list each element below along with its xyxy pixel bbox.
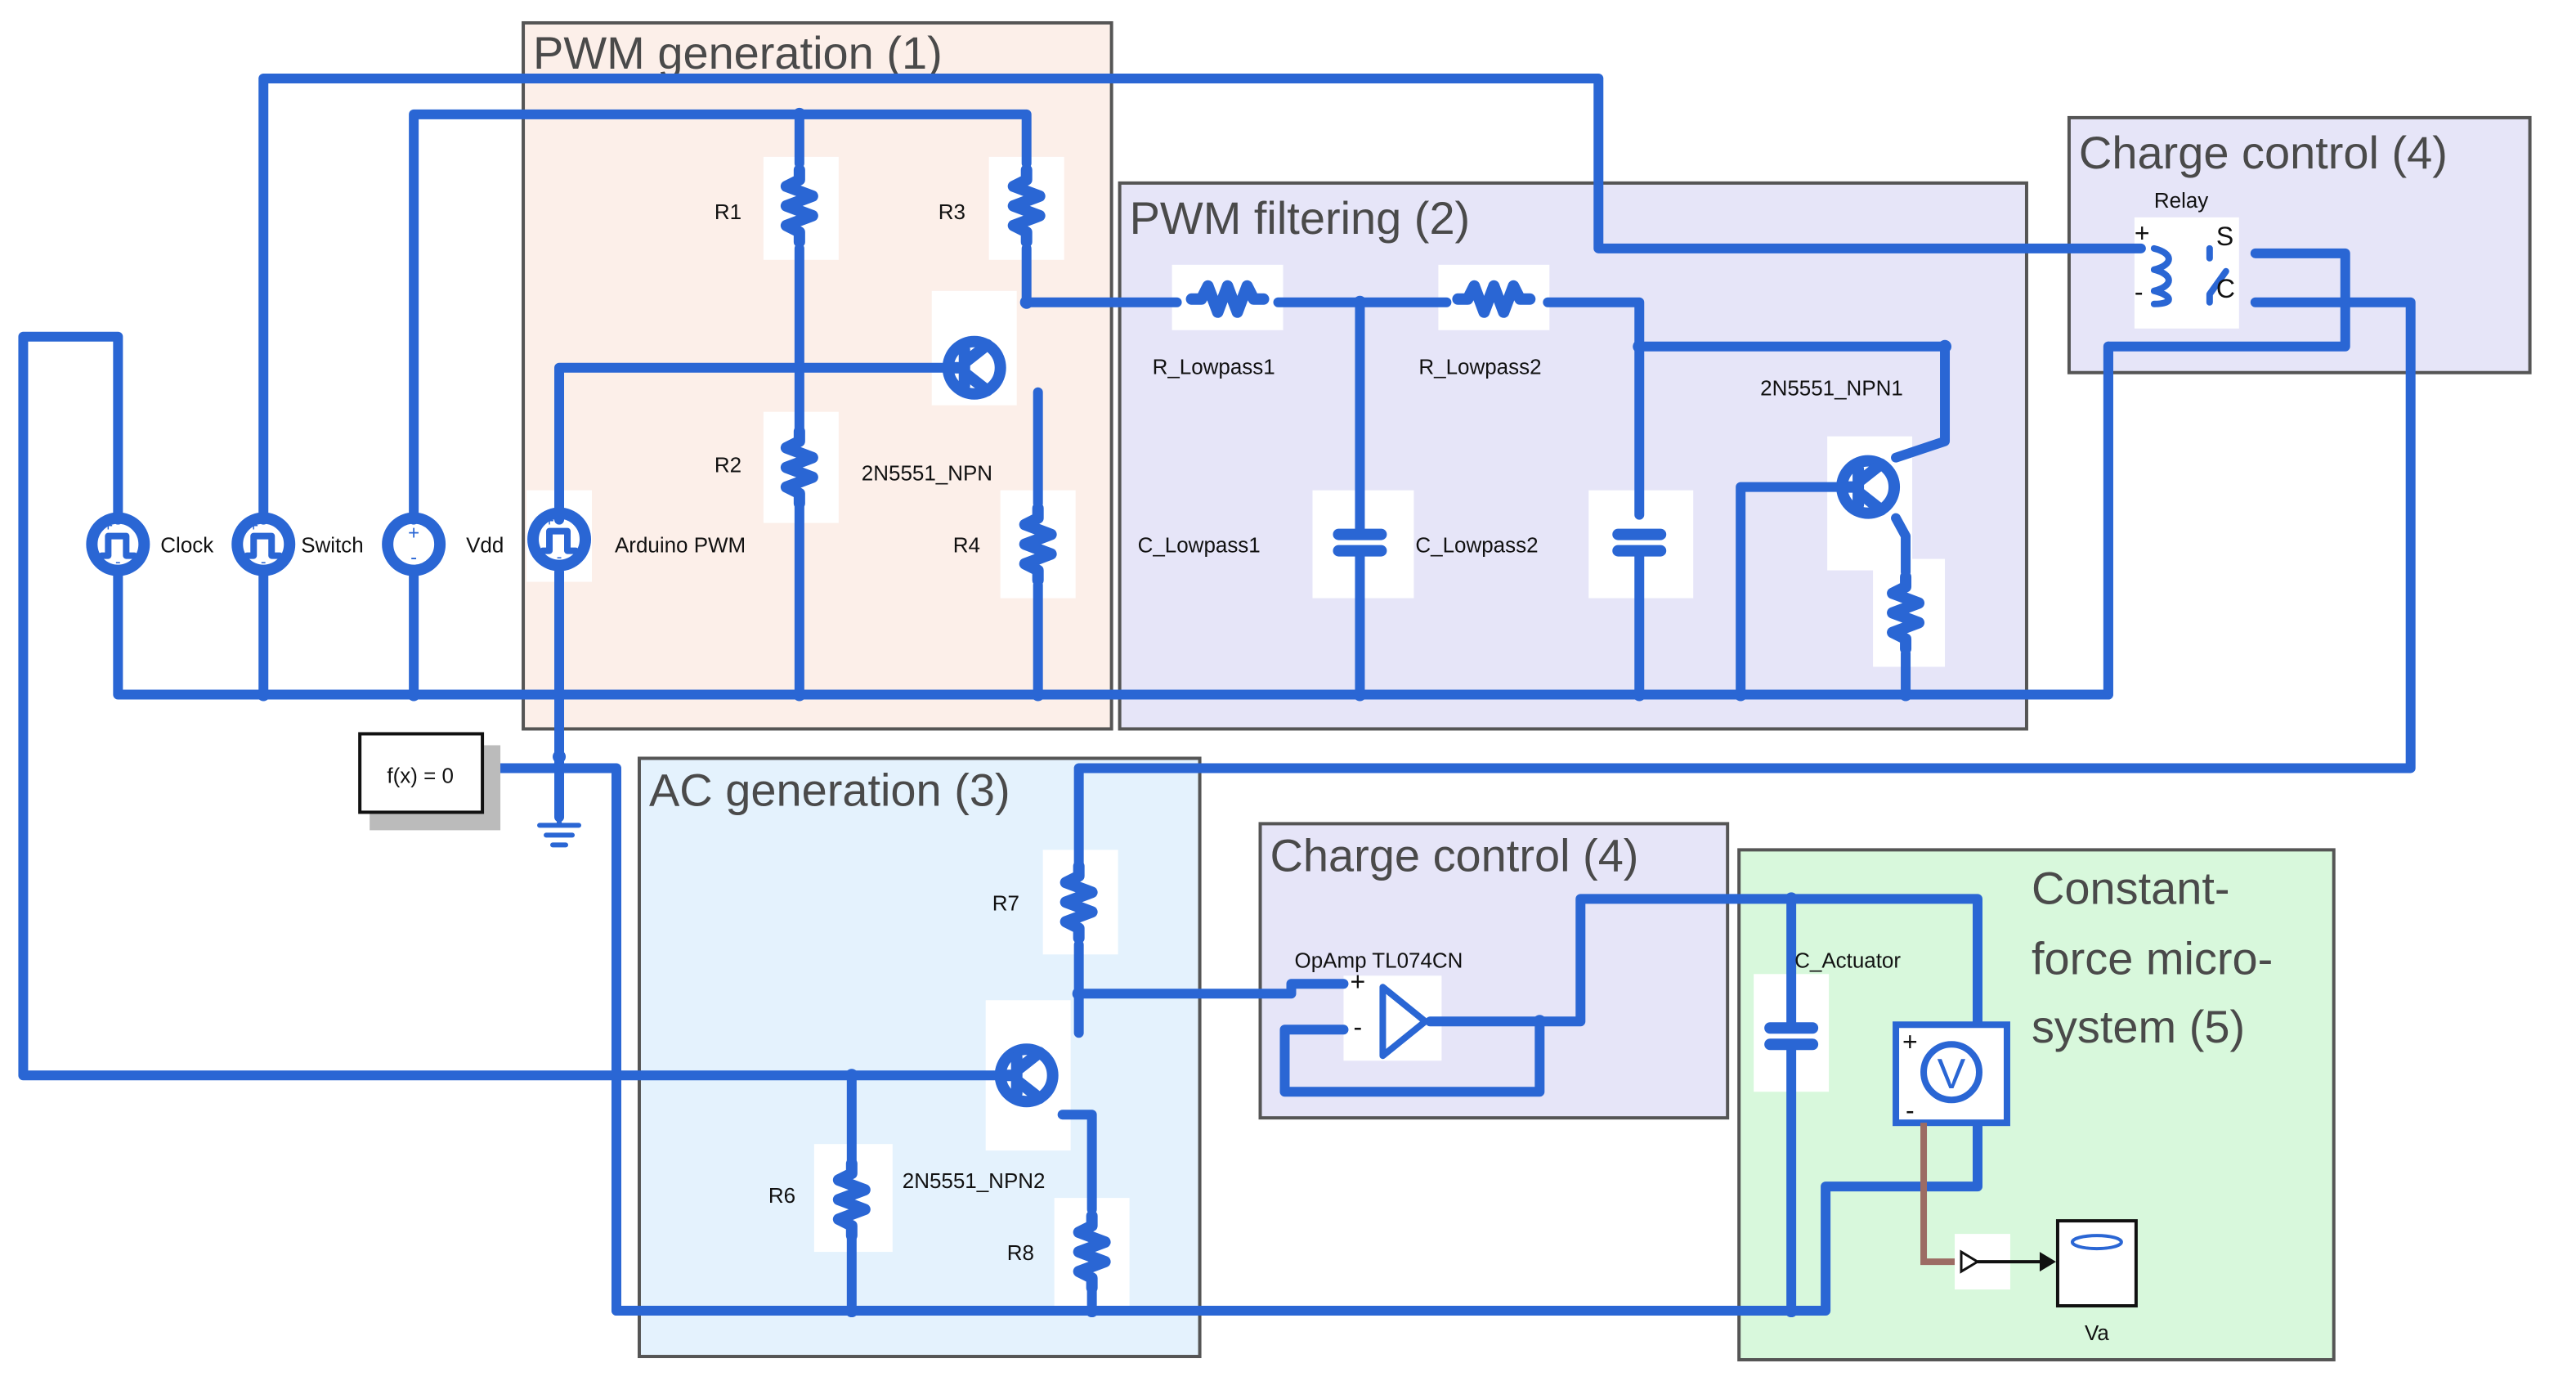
vdd-label: Vdd (466, 533, 504, 558)
signal-line (1920, 1123, 2056, 1274)
scope-block[interactable]: Va (2055, 1219, 2138, 1345)
voltmeter-minus-label: - (1906, 1096, 1915, 1125)
solver-block[interactable]: f(x) = 0 (358, 732, 501, 831)
charge-control-bottom-area (1258, 822, 1730, 1120)
scope-label: Va (2085, 1320, 2109, 1345)
npn1-label: 2N5551_NPN1 (1760, 376, 1903, 401)
r2-label: R2 (715, 453, 741, 478)
relay-icon[interactable]: + - S C (2135, 218, 2235, 307)
charge-control-top-title: Charge control (4) (2079, 127, 2448, 178)
relay-minus-label: - (2135, 277, 2144, 307)
constant-force-title-line3: system (5) (2032, 1001, 2245, 1052)
wires (18, 73, 2416, 1316)
c-lowpass2-label: C_Lowpass2 (1415, 533, 1538, 558)
npn-label: 2N5551_NPN (862, 461, 992, 486)
relay-plus-label: + (2135, 218, 2150, 248)
voltmeter-plus-label: + (1902, 1027, 1918, 1056)
r-lowpass1-label: R_Lowpass1 (1153, 355, 1275, 379)
clock-label: Clock (160, 533, 214, 558)
r3-label: R3 (939, 200, 965, 224)
relay-c-label: C (2216, 274, 2235, 303)
constant-force-title-line2: force micro- (2032, 932, 2273, 984)
constant-force-area (1737, 848, 2336, 1362)
arduino-pwm-label: Arduino PWM (615, 533, 746, 558)
relay-label: Relay (2154, 188, 2208, 213)
opamp-plus-label: + (1350, 966, 1365, 996)
r8-label: R8 (1007, 1240, 1034, 1265)
r-lowpass2-label: R_Lowpass2 (1418, 355, 1541, 379)
opamp-minus-label: - (1353, 1012, 1362, 1042)
relay-s-label: S (2216, 222, 2233, 251)
pwm-filtering-title: PWM filtering (2) (1130, 192, 1471, 244)
ground-icon (537, 814, 582, 848)
r6-label: R6 (768, 1183, 795, 1208)
component-labels: Clock Switch Vdd Arduino PWM R1 R2 R3 R4… (160, 188, 2208, 1265)
r7-label: R7 (992, 890, 1019, 915)
c-lowpass1-label: C_Lowpass1 (1138, 533, 1261, 558)
voltmeter-icon[interactable]: V + - (1893, 1021, 2010, 1127)
solver-label: f(x) = 0 (387, 763, 454, 787)
constant-force-title-line1: Constant- (2032, 862, 2230, 913)
voltmeter-symbol: V (1938, 1051, 1966, 1098)
switch-label: Switch (301, 533, 364, 558)
junction-dots (257, 107, 1952, 1318)
opamp-icon[interactable]: + - (1350, 966, 1429, 1060)
opamp-label: OpAmp TL074CN (1294, 948, 1463, 972)
charge-control-bottom-title: Charge control (4) (1270, 829, 1639, 881)
r4-label: R4 (953, 533, 980, 558)
npn2-label: 2N5551_NPN2 (903, 1168, 1046, 1193)
pwm-generation-title: PWM generation (1) (533, 27, 943, 78)
c-actuator-label: C_Actuator (1794, 948, 1901, 972)
ac-generation-title: AC generation (3) (649, 764, 1010, 815)
r1-label: R1 (715, 200, 741, 224)
